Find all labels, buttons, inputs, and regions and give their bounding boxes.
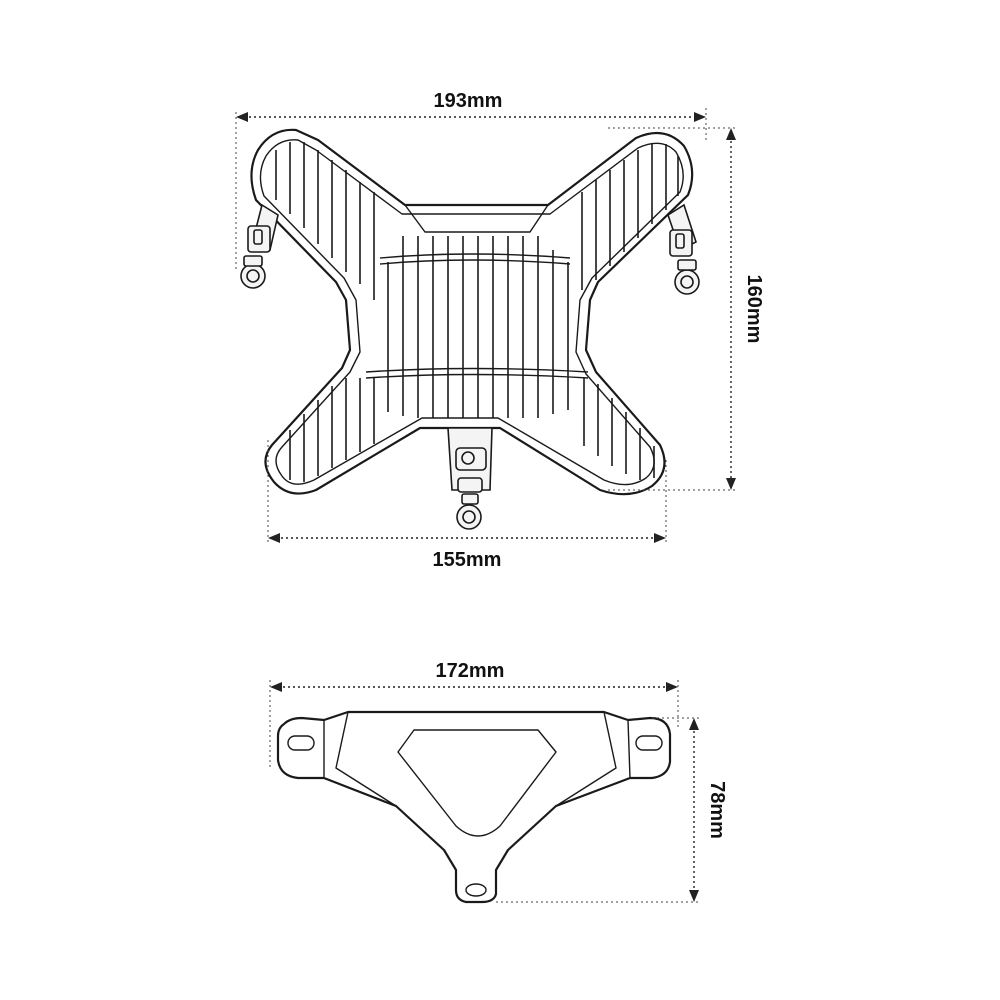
- bracket-right-bend: [627, 719, 631, 779]
- arrow-left: [270, 682, 282, 692]
- grille-mesh-left-wing: [275, 142, 375, 300]
- bracket-bottom-hole: [465, 883, 487, 897]
- arrow-down: [726, 478, 736, 490]
- dimension-grille-width: 193mm: [235, 90, 707, 270]
- dimension-label-155: 155mm: [433, 549, 502, 571]
- dimension-bracket-height: 78mm: [496, 717, 728, 903]
- grille-mesh-left-lower: [289, 378, 375, 482]
- dimension-label-172: 172mm: [436, 660, 505, 682]
- bracket-fold-left: [335, 711, 397, 807]
- grille-mesh-right-wing: [581, 144, 679, 290]
- bottom-mount-bracket: [447, 427, 493, 530]
- dimension-label-160: 160mm: [743, 275, 765, 344]
- arrow-left: [236, 112, 248, 122]
- arrow-up: [726, 128, 736, 140]
- grille-inner-frame: [259, 139, 684, 486]
- grille-mesh-center: [387, 236, 569, 418]
- mounting-bracket: [276, 710, 672, 904]
- arrow-down: [689, 890, 699, 902]
- dimension-grille-bottom-width: 155mm: [267, 440, 667, 571]
- dimension-label-193: 193mm: [434, 90, 503, 112]
- upper-crossbar-2: [379, 259, 571, 265]
- dimension-label-78: 78mm: [706, 781, 728, 839]
- arrow-right: [666, 682, 678, 692]
- upper-crossbar: [379, 253, 571, 259]
- dimension-bracket-width: 172mm: [269, 660, 679, 770]
- dimension-grille-height: 160mm: [608, 127, 765, 491]
- bracket-left-slot: [287, 735, 315, 751]
- bracket-center-cutout: [397, 729, 557, 837]
- right-mount-bracket: [667, 203, 700, 295]
- center-top-plate: [404, 204, 549, 233]
- arrow-right: [654, 533, 666, 543]
- arrow-right: [694, 112, 706, 122]
- lower-crossbar: [365, 367, 589, 373]
- arrow-left: [268, 533, 280, 543]
- bracket-right-slot: [635, 735, 663, 751]
- lower-crossbar-2: [365, 373, 589, 379]
- bracket-outline: [276, 710, 672, 904]
- grille-mesh-right-lower: [583, 378, 655, 480]
- left-mount-bracket: [240, 203, 279, 289]
- headlight-grille: [240, 128, 700, 530]
- arrow-up: [689, 718, 699, 730]
- bracket-fold-right: [555, 711, 617, 807]
